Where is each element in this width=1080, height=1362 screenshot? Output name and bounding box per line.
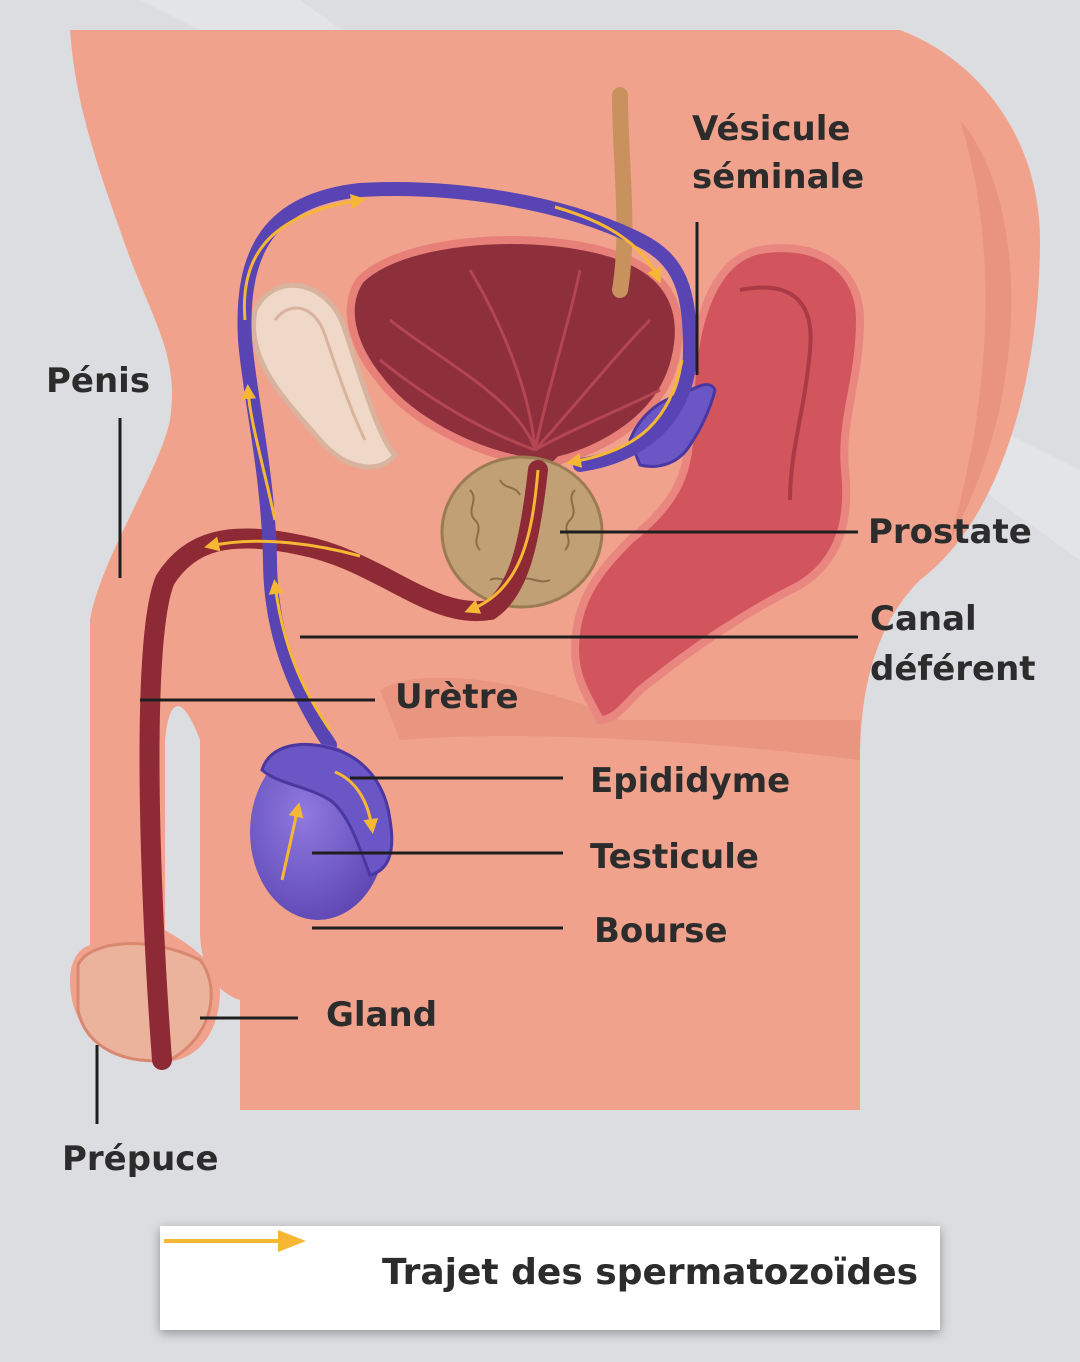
label-bourse: Bourse bbox=[594, 911, 728, 951]
leader-lines bbox=[95, 222, 858, 1124]
bladder bbox=[346, 236, 683, 474]
seminal-vesicle bbox=[628, 383, 717, 468]
label-vesicule-line1: Vésicule bbox=[692, 109, 850, 149]
perineum-shading bbox=[380, 677, 860, 760]
label-epididyme: Epididyme bbox=[590, 761, 790, 801]
ureter bbox=[612, 87, 633, 298]
sperm-path bbox=[204, 193, 684, 881]
label-prostate: Prostate bbox=[868, 512, 1032, 552]
pubic-bone bbox=[251, 282, 399, 470]
label-canal-line2: déférent bbox=[870, 649, 1036, 689]
label-vesicule-line2: séminale bbox=[692, 157, 864, 197]
legend-arrow-icon bbox=[164, 1230, 306, 1252]
label-gland: Gland bbox=[326, 995, 437, 1035]
label-prepuce: Prépuce bbox=[62, 1139, 219, 1179]
vas-deferens bbox=[237, 182, 698, 752]
legend: Trajet des spermatozoïdes bbox=[160, 1226, 940, 1330]
label-penis: Pénis bbox=[46, 361, 150, 401]
label-testicule: Testicule bbox=[590, 837, 759, 877]
label-canal-line1: Canal bbox=[870, 599, 977, 639]
urethra bbox=[139, 460, 548, 1070]
labels: Vésicule séminale Pénis Prostate Canal d… bbox=[46, 109, 1036, 1179]
hip-shading bbox=[950, 120, 1012, 540]
label-uretre: Urètre bbox=[395, 677, 519, 717]
rectum bbox=[570, 244, 865, 725]
glans-shape bbox=[76, 942, 213, 1063]
bladder-folds bbox=[379, 269, 661, 452]
legend-text: Trajet des spermatozoïdes bbox=[382, 1252, 919, 1293]
